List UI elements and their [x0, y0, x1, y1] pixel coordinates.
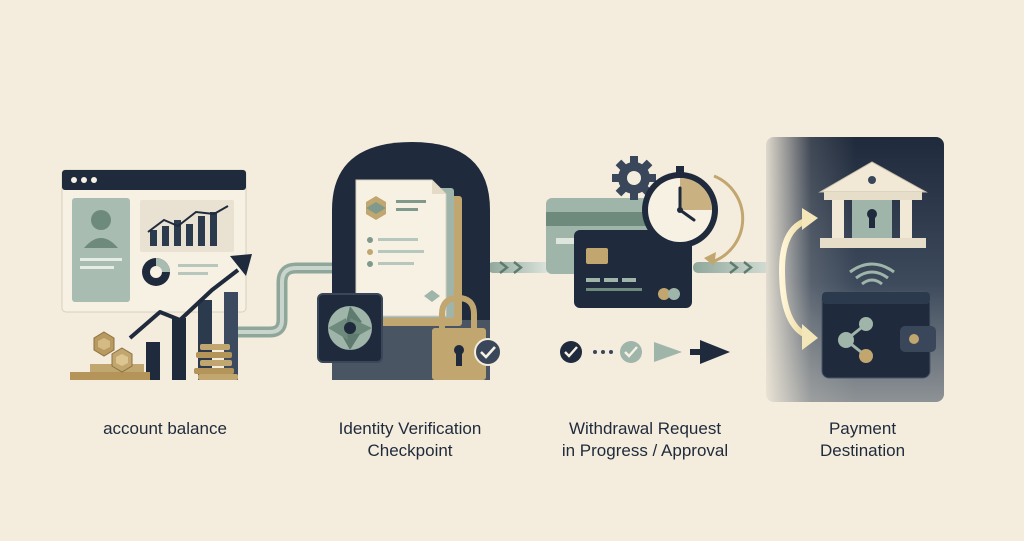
- line-chart-icon: [140, 200, 234, 252]
- wallet-icon: [821, 291, 936, 379]
- step-identity-verification: [317, 142, 502, 380]
- branch-arrows: [779, 208, 818, 350]
- trend-arrow-icon: [128, 254, 252, 340]
- checkmark-badge-icon: [474, 338, 502, 366]
- step-label-withdrawal-request: Withdrawal Request in Progress / Approva…: [561, 419, 729, 460]
- credit-card-icon: [574, 230, 692, 308]
- share-network-icon: [838, 317, 873, 363]
- step-label-identity-verification: Identity Verification Checkpoint: [338, 419, 482, 460]
- connector-pipe-2: [488, 261, 550, 274]
- document-icon: [355, 179, 462, 326]
- camera-shutter-icon: [317, 293, 383, 363]
- bank-building-icon: [818, 161, 928, 248]
- step-label-payment-destination: Payment Destination: [819, 419, 906, 460]
- connector-pipe-1: [232, 262, 340, 338]
- progress-checks-icon: [560, 340, 730, 364]
- step-account-balance: [61, 169, 252, 380]
- step-withdrawal-request: [546, 156, 745, 364]
- user-avatar-icon: [72, 198, 130, 302]
- clock-icon: [642, 166, 745, 266]
- wireless-signal-icon: [849, 262, 895, 286]
- coin-stack-icon: [70, 331, 238, 380]
- connector-pipe-3: [693, 261, 783, 274]
- step-label-account-balance: account balance: [103, 419, 227, 438]
- step-payment-destination: [766, 137, 944, 402]
- gear-icon: [612, 156, 656, 200]
- pie-chart-icon: [142, 258, 218, 286]
- padlock-icon: [432, 294, 486, 380]
